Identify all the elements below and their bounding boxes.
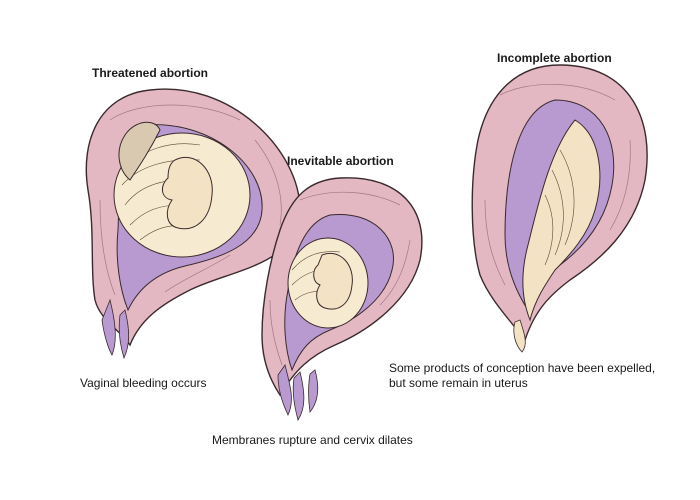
threatened-abortion-caption: Vaginal bleeding occurs (80, 376, 207, 390)
incomplete-abortion-illustration (471, 64, 648, 353)
incomplete-abortion-title: Incomplete abortion (497, 51, 612, 65)
inevitable-abortion-title: Inevitable abortion (287, 154, 394, 168)
placenta (118, 121, 161, 181)
expelled-tissue (513, 319, 526, 353)
inevitable-abortion-illustration (261, 177, 423, 421)
incomplete-abortion-caption-line-2: but some remain in uterus (389, 376, 528, 390)
inevitable-abortion-caption: Membranes rupture and cervix dilates (212, 433, 413, 447)
fetus (313, 252, 353, 310)
vaginal-bleeding (101, 298, 130, 360)
fetus (162, 157, 213, 230)
ruptured-membranes (277, 364, 319, 421)
threatened-abortion-title: Threatened abortion (92, 66, 209, 80)
incomplete-abortion-caption-line-1: Some products of conception have been ex… (389, 361, 656, 375)
retained-products (522, 119, 601, 322)
threatened-abortion-illustration (85, 88, 301, 360)
incomplete-abortion-caption: Some products of conception have been ex… (389, 361, 655, 391)
